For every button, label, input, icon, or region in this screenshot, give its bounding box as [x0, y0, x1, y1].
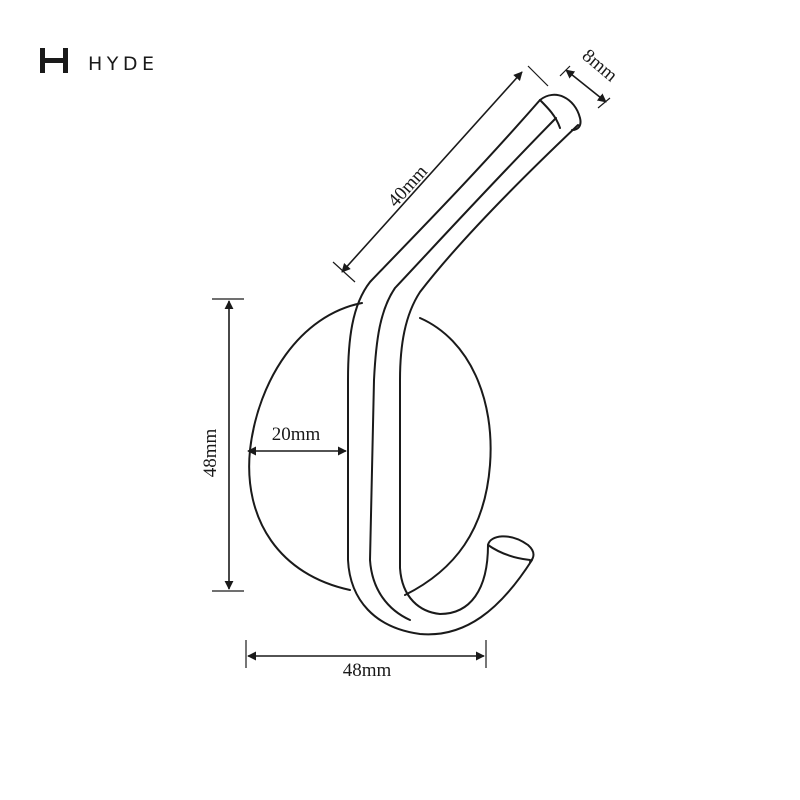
dimension-overall-width: 48mm	[245, 640, 487, 681]
dimension-plate-depth: 20mm	[247, 424, 347, 456]
dimension-plate-height: 48mm	[200, 298, 244, 592]
brand-logo: HYDE	[40, 48, 159, 75]
label-plate-depth: 20mm	[272, 424, 321, 445]
label-overall-width: 48mm	[343, 660, 392, 681]
label-plate-height: 48mm	[200, 429, 221, 478]
dimension-arm-diameter: 8mm	[559, 45, 622, 109]
label-arm-length: 40mm	[384, 161, 432, 211]
label-arm-diameter: 8mm	[578, 45, 622, 86]
hook-body	[347, 93, 582, 636]
dimension-arm-length: 40mm	[332, 65, 549, 283]
hyde-h-logo-icon	[40, 48, 68, 73]
brand-name: HYDE	[88, 53, 159, 75]
